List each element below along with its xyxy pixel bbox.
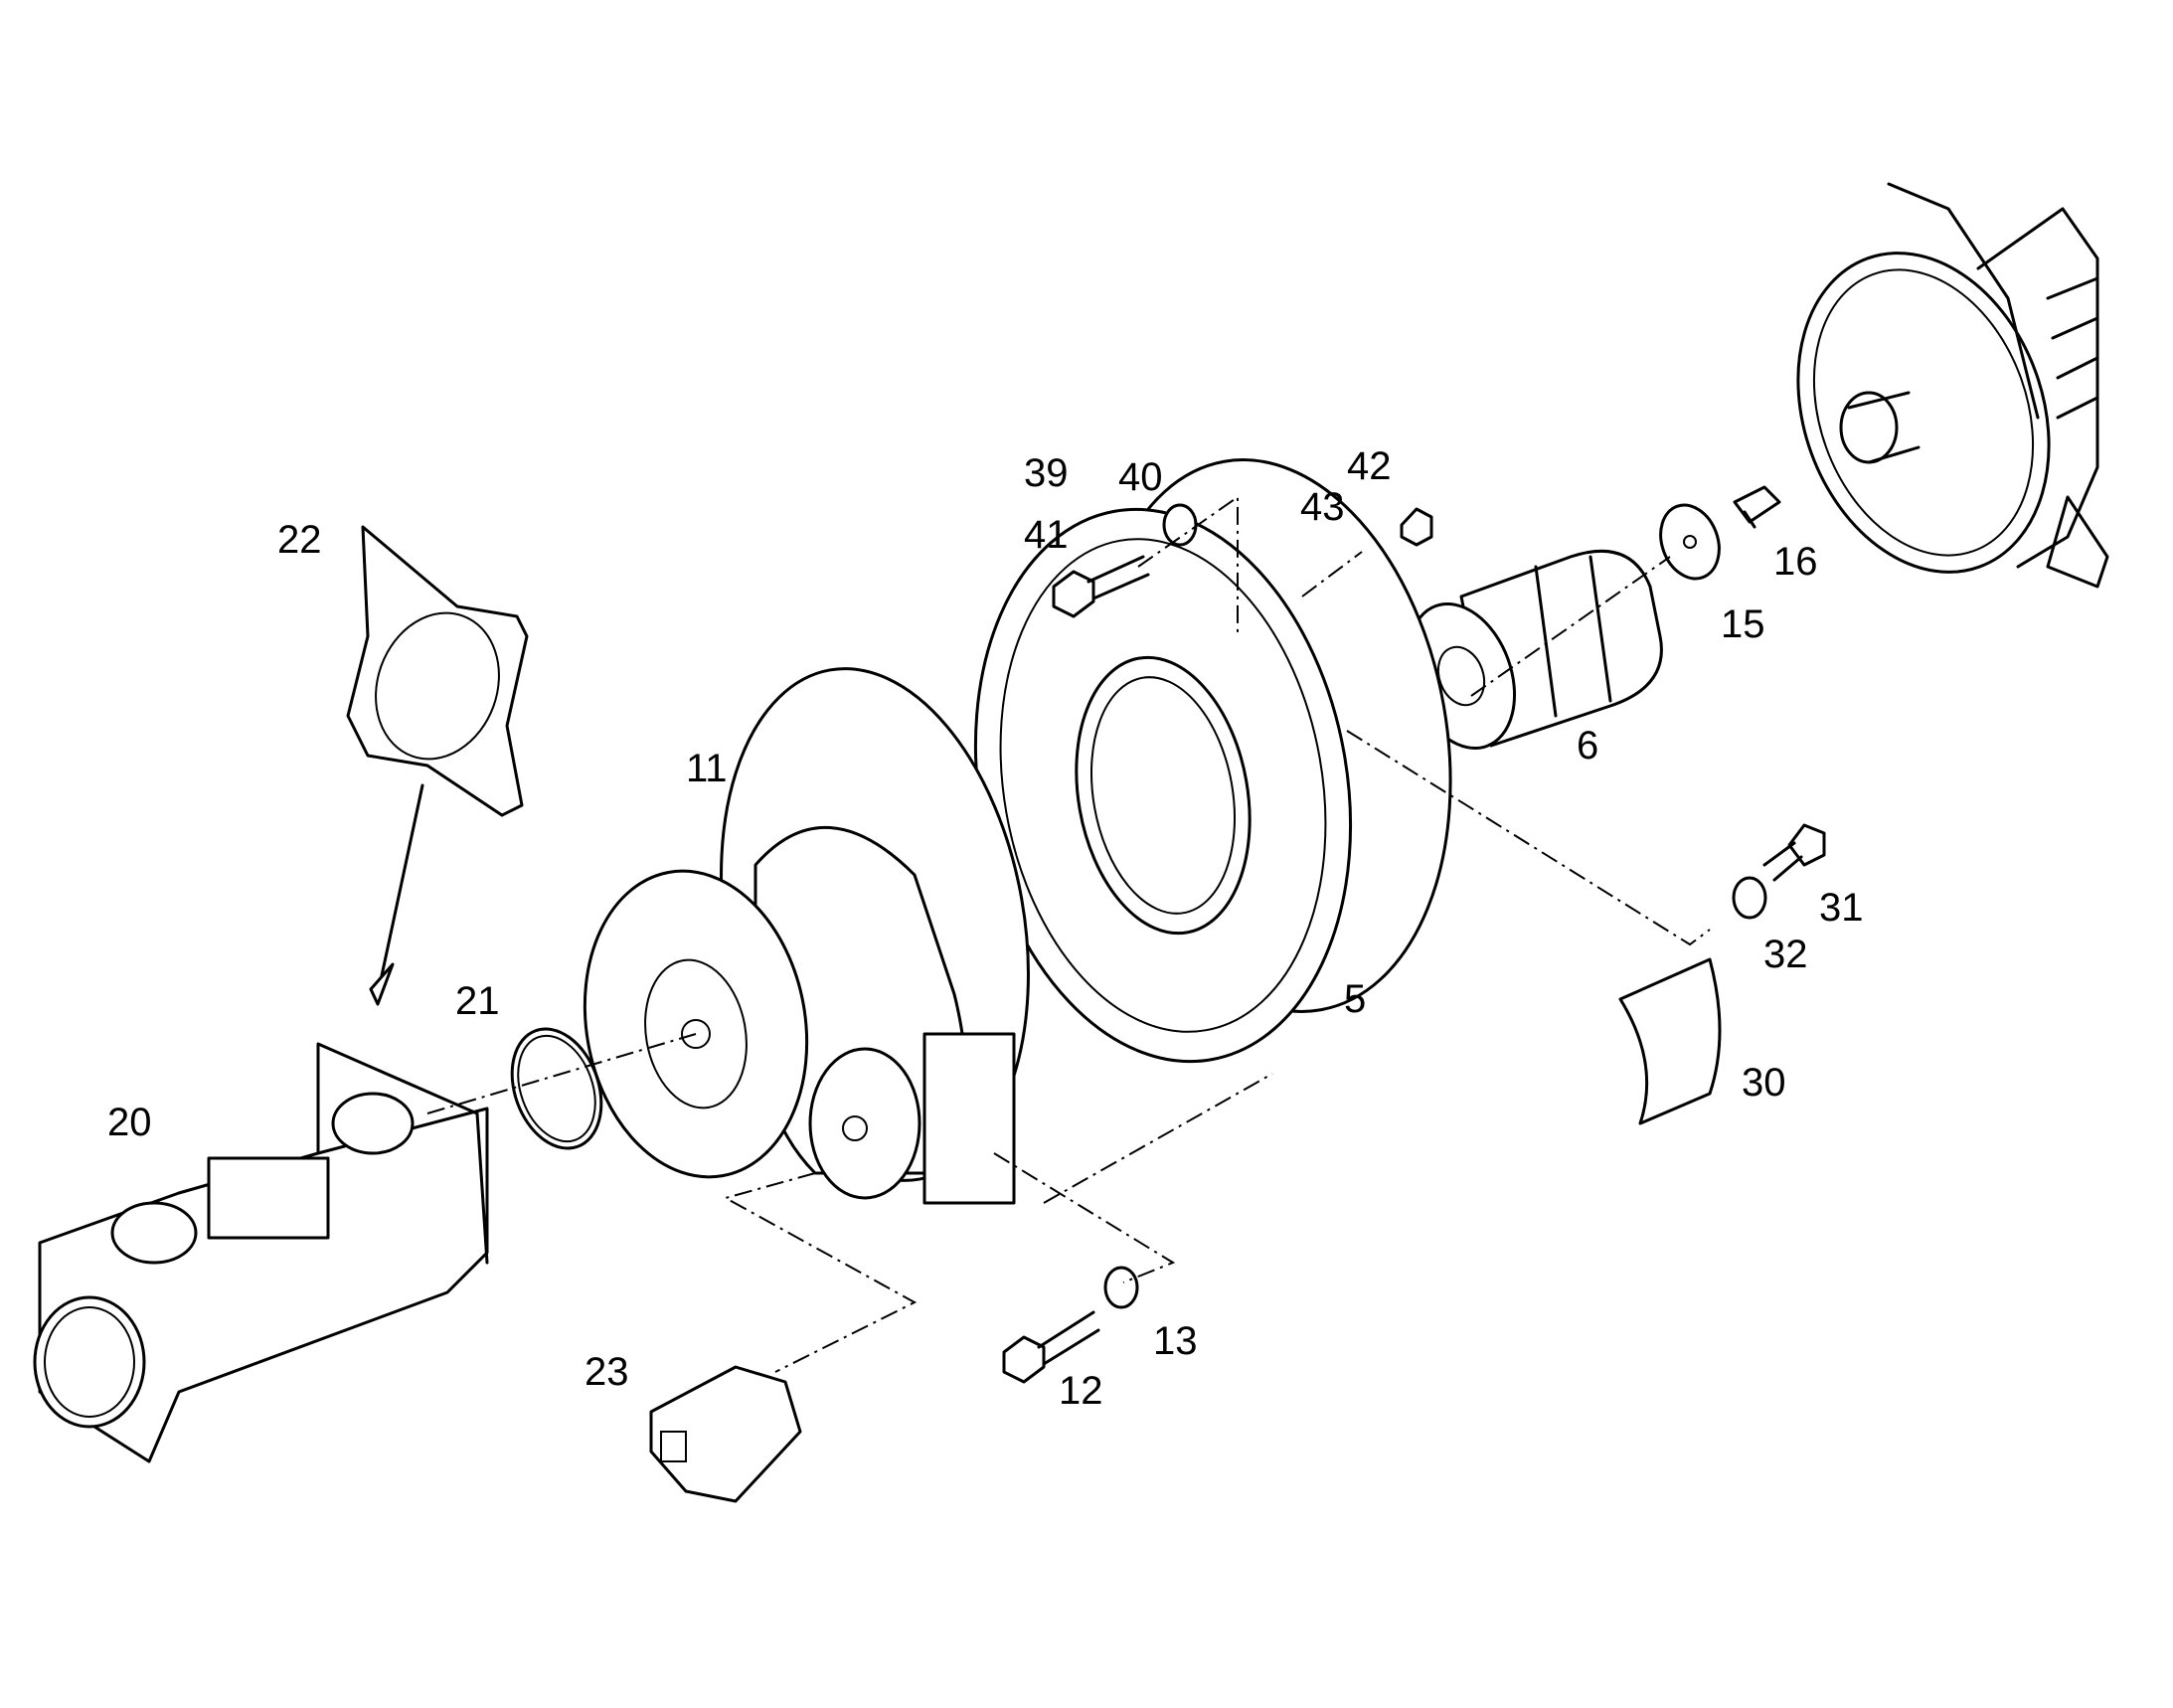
part-42-nut bbox=[1400, 507, 1433, 547]
label-part-5: 5 bbox=[1344, 977, 1367, 1021]
label-part-6: 6 bbox=[1577, 724, 1599, 768]
label-part-23: 23 bbox=[585, 1350, 629, 1394]
label-part-11: 11 bbox=[686, 747, 728, 790]
label-part-21: 21 bbox=[455, 979, 500, 1023]
label-part-15: 15 bbox=[1721, 602, 1765, 646]
label-part-31: 31 bbox=[1819, 886, 1864, 930]
part-15-washer bbox=[1659, 503, 1721, 581]
part-23-gear-pump bbox=[649, 1365, 802, 1503]
label-part-13: 13 bbox=[1153, 1319, 1198, 1363]
part-20-hydraulic-pump bbox=[33, 1042, 489, 1463]
label-part-41: 41 bbox=[1024, 513, 1069, 557]
label-part-22: 22 bbox=[277, 518, 322, 562]
part-5-flange bbox=[973, 458, 1452, 1064]
part-16-plug bbox=[1733, 485, 1781, 529]
label-part-39: 39 bbox=[1024, 451, 1069, 495]
part-41-bolt bbox=[1052, 555, 1150, 618]
label-part-32: 32 bbox=[1763, 933, 1808, 976]
label-part-40: 40 bbox=[1118, 455, 1163, 499]
label-part-43: 43 bbox=[1300, 485, 1345, 529]
arrow-head bbox=[369, 962, 395, 1006]
label-part-30: 30 bbox=[1742, 1061, 1786, 1105]
part-21-o-ring bbox=[510, 1027, 603, 1150]
arrow-shaft bbox=[376, 783, 424, 996]
part-13-washer bbox=[1103, 1266, 1139, 1309]
part-30-plate bbox=[1618, 957, 1722, 1125]
label-part-20: 20 bbox=[107, 1101, 152, 1144]
label-part-16: 16 bbox=[1773, 540, 1818, 584]
label-part-42: 42 bbox=[1347, 444, 1392, 488]
part-32-washer bbox=[1732, 876, 1767, 920]
part-40-washer bbox=[1162, 503, 1198, 547]
electric-motor bbox=[1796, 182, 2109, 589]
part-22-gasket bbox=[346, 525, 529, 817]
assembly-lines bbox=[426, 495, 1711, 1373]
label-part-12: 12 bbox=[1059, 1369, 1103, 1413]
part-11-bell-housing bbox=[583, 667, 1030, 1205]
part-12-bolt bbox=[1002, 1310, 1100, 1384]
part-31-bolt bbox=[1762, 823, 1826, 882]
